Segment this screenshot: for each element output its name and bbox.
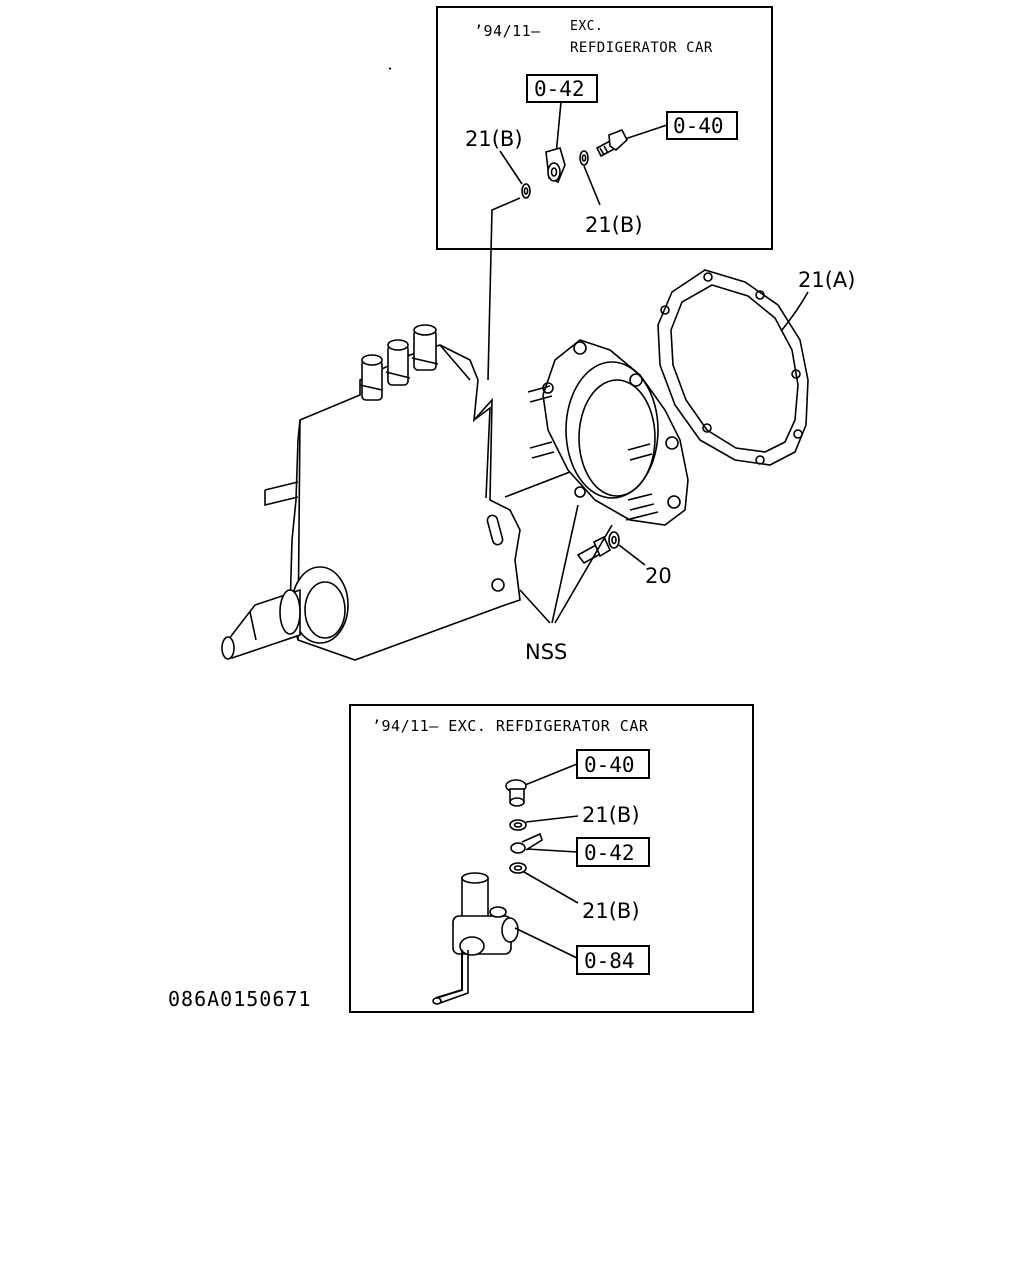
eye-fitting-bottom xyxy=(510,832,543,854)
ref-box-0-42-bottom[interactable]: 0-42 xyxy=(576,837,650,867)
label-21b-left: 21(B) xyxy=(465,127,523,151)
top-inset-note-line1: EXC. xyxy=(570,19,603,34)
washer-20 xyxy=(608,531,620,549)
washer-left-top xyxy=(521,183,531,199)
injection-pump xyxy=(221,324,521,661)
bottom-inset: ’94/11– EXC. REFDIGERATOR CAR 0-40 21(B)… xyxy=(349,704,754,1013)
top-inset-frame xyxy=(436,6,773,250)
ref-0-84-text: 0-84 xyxy=(584,949,635,973)
ref-box-0-40-top[interactable]: 0-40 xyxy=(666,111,738,140)
label-21a: 21(A) xyxy=(798,268,855,292)
label-21b-top-bottom-inset: 21(B) xyxy=(582,803,640,827)
adapter-flange xyxy=(527,339,689,526)
label-21b-bottom-bottom-inset: 21(B) xyxy=(582,899,640,923)
top-inset-date: ’94/11– xyxy=(474,22,541,40)
label-21b-bottom: 21(B) xyxy=(585,213,643,237)
drive-shaft xyxy=(221,566,349,660)
ref-box-0-40-bottom[interactable]: 0-40 xyxy=(576,749,650,779)
bolt-0-40-bottom xyxy=(505,779,527,807)
label-20: 20 xyxy=(645,564,672,588)
delivery-valve-holders xyxy=(359,324,439,401)
bolt-0-40-top xyxy=(595,128,628,158)
drawing-code: 086A0150671 xyxy=(168,987,311,1011)
washer-bottom-bottom xyxy=(509,862,527,874)
washer-right-top xyxy=(579,150,589,166)
label-nss: NSS xyxy=(525,640,567,664)
inset-leader xyxy=(487,197,521,381)
bottom-inset-caption: ’94/11– EXC. REFDIGERATOR CAR xyxy=(372,717,649,735)
washer-bottom-top xyxy=(509,819,527,831)
priming-pump xyxy=(432,872,519,1005)
ref-box-0-42-top[interactable]: 0-42 xyxy=(526,74,598,103)
gasket-21a xyxy=(657,269,809,466)
ref-box-0-84[interactable]: 0-84 xyxy=(576,945,650,975)
ref-0-40-top-text: 0-40 xyxy=(673,114,724,138)
ref-0-42-top-text: 0-42 xyxy=(534,77,585,101)
eye-fitting-top xyxy=(545,147,566,184)
ref-0-42-bottom-text: 0-42 xyxy=(584,841,635,865)
ref-0-40-bottom-text: 0-40 xyxy=(584,753,635,777)
top-inset-note-line2: REFDIGERATOR CAR xyxy=(570,40,713,56)
top-inset: ’94/11– EXC. REFDIGERATOR CAR 0-42 0-40 xyxy=(436,6,773,250)
bottom-inset-frame xyxy=(349,704,754,1013)
bolt-20 xyxy=(576,535,612,565)
